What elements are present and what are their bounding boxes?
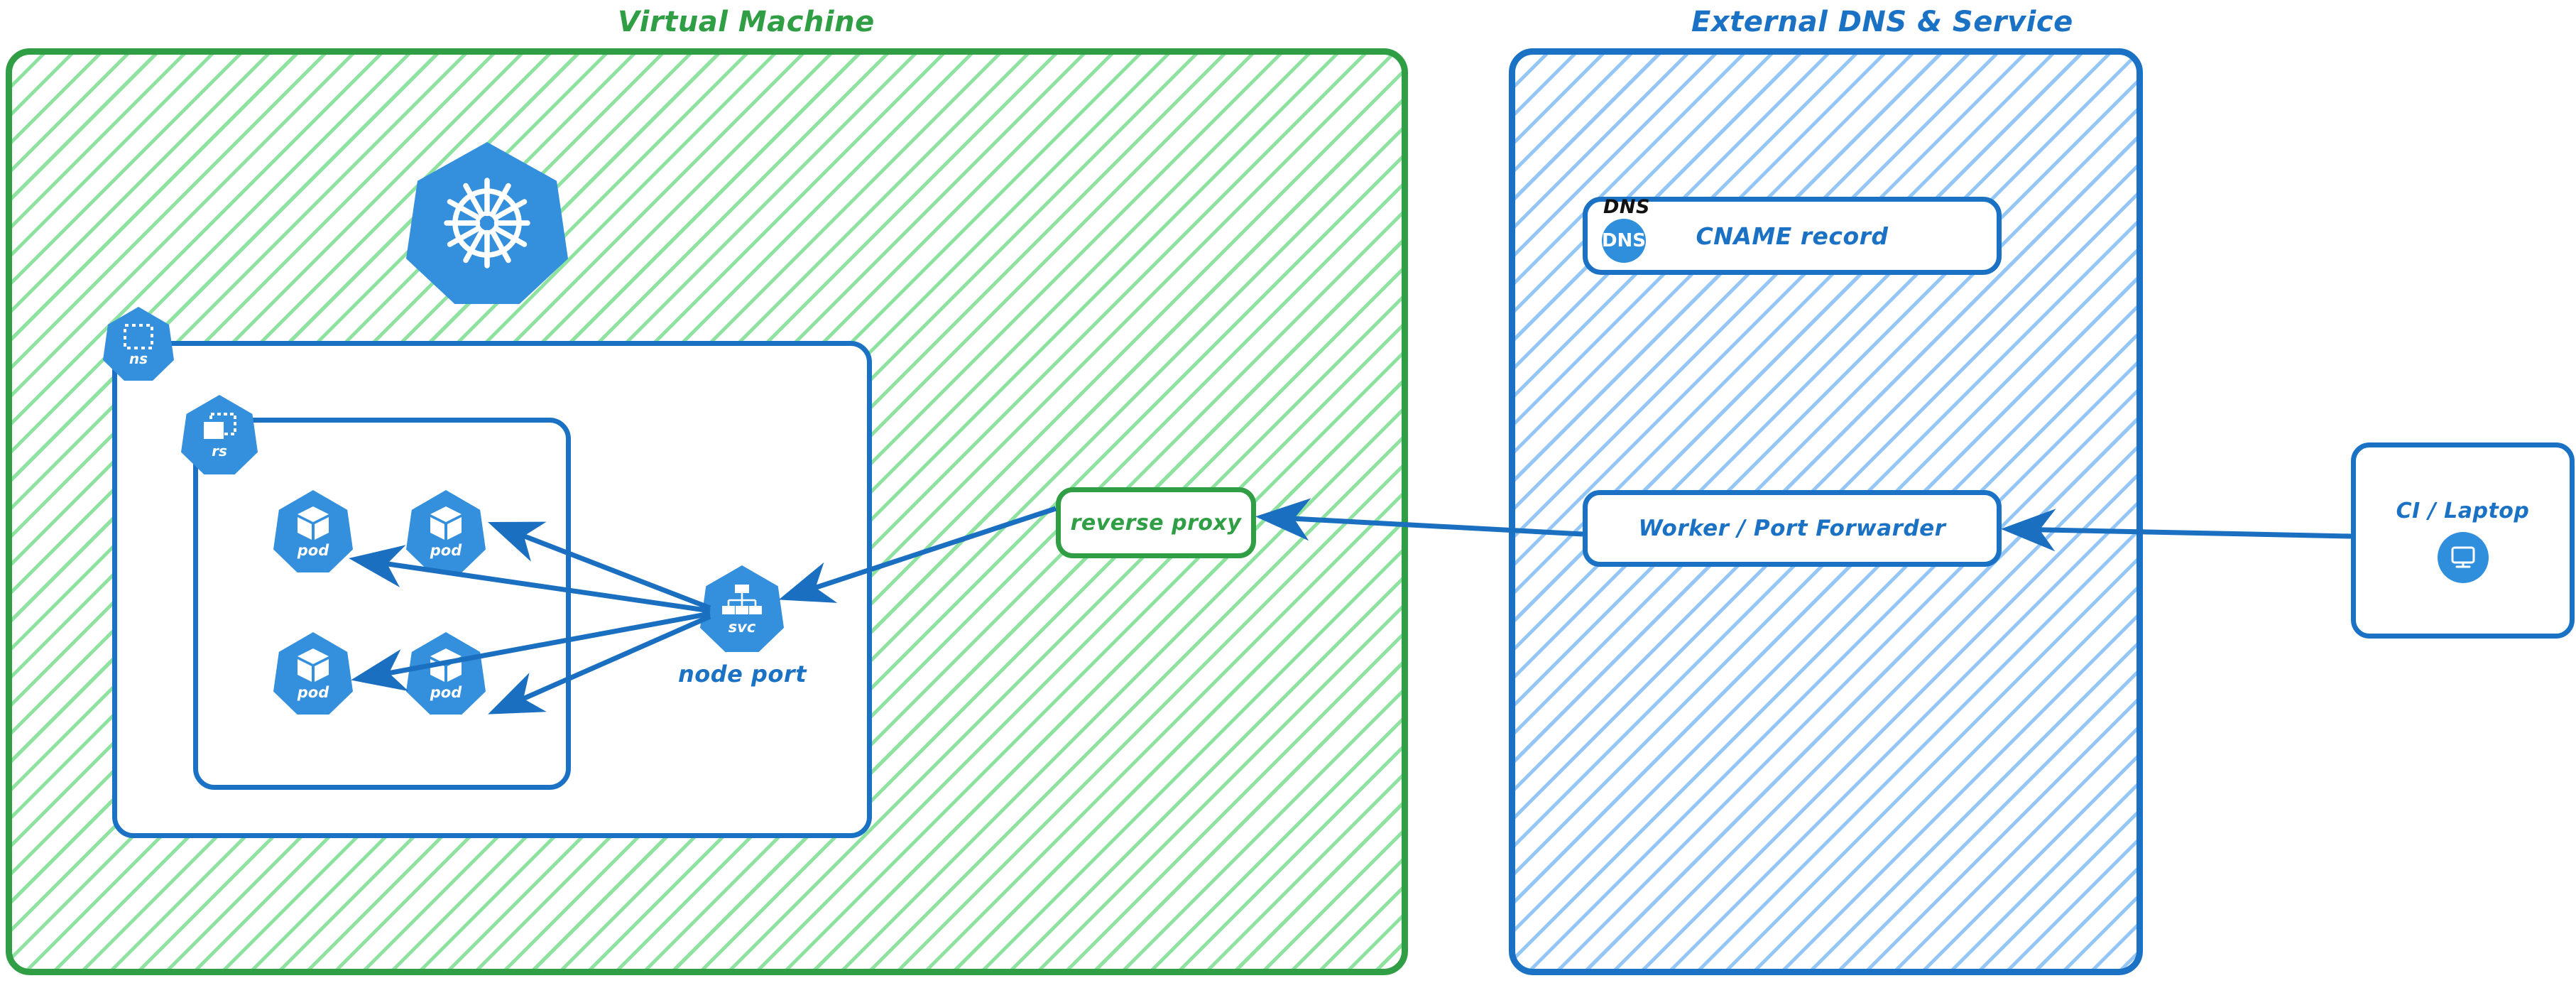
reverse-proxy-box[interactable]: reverse proxy — [1056, 487, 1256, 558]
monitor-icon — [2437, 531, 2489, 583]
pod-cube-icon — [430, 506, 462, 540]
pod-label: pod — [297, 542, 329, 559]
pod-label: pod — [430, 542, 462, 559]
dns-badge-icon: DNS — [1602, 219, 1646, 263]
pod-cube-icon — [298, 648, 329, 682]
namespace-icon — [124, 323, 153, 349]
replicaset-container — [193, 418, 571, 790]
worker-port-forwarder-box[interactable]: Worker / Port Forwarder — [1583, 490, 2002, 567]
group-title-external-dns-service: External DNS & Service — [1691, 6, 2073, 38]
node-port-caption: node port — [678, 661, 807, 688]
pod-label: pod — [297, 684, 329, 701]
pod-cube-icon — [298, 506, 329, 540]
ci-laptop-box[interactable]: CI / Laptop — [2351, 442, 2575, 639]
pod-label: pod — [430, 684, 462, 701]
ci-laptop-label: CI / Laptop — [2396, 498, 2530, 523]
dns-cname-box[interactable]: DNS DNS CNAME record — [1583, 196, 2002, 275]
group-title-virtual-machine: Virtual Machine — [618, 6, 875, 38]
namespace-badge-label: ns — [129, 349, 148, 367]
replicaset-badge-label: rs — [212, 442, 227, 460]
dns-tag-label: DNS — [1603, 196, 1650, 218]
cname-record-label: CNAME record — [1696, 222, 1889, 250]
helm-wheel-icon — [444, 178, 530, 268]
service-hierarchy-icon — [722, 584, 762, 614]
pod-cube-icon — [430, 648, 462, 682]
replicaset-icon — [204, 412, 236, 439]
service-badge-label: svc — [728, 618, 756, 636]
